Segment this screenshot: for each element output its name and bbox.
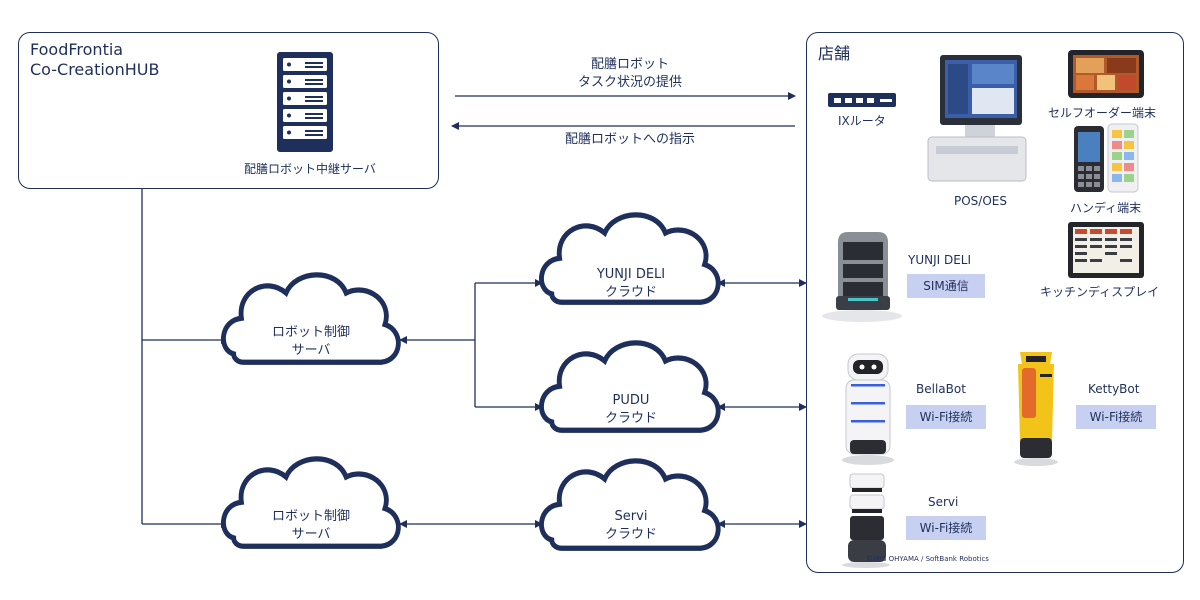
instruction-label: 配膳ロボットへの指示 xyxy=(564,132,695,147)
handy-label: ハンディ端末 xyxy=(1070,201,1142,215)
yunji-connection-badge: SIM通信 xyxy=(907,274,985,298)
servi-robot-name: Servi xyxy=(928,495,959,509)
servi-cloud-line2: クラウド xyxy=(604,526,657,542)
self-order-label: セルフオーダー端末 xyxy=(1048,106,1157,120)
pudu-cloud-line1: PUDU xyxy=(612,393,650,408)
hub-title-line2: Co-CreationHUB xyxy=(30,60,160,79)
task-status-label: 配膳ロボット タスク状況の提供 xyxy=(540,56,720,91)
pos-terminal-icon xyxy=(927,55,1027,182)
router-icon xyxy=(828,93,896,107)
yunji-deli-robot-image xyxy=(822,232,902,322)
yunji-cloud-line1: YUNJI DELI xyxy=(596,267,666,282)
robot-server-1-line2: サーバ xyxy=(291,342,331,358)
servi-cloud-line1: Servi xyxy=(614,509,648,524)
hub-title-line1: FoodFrontia xyxy=(30,40,124,59)
self-order-terminal-icon xyxy=(1068,50,1144,98)
router-label: IXルータ xyxy=(838,114,886,128)
robot-server-2-line2: サーバ xyxy=(291,526,331,542)
bellabot-connection-badge: Wi-Fi接続 xyxy=(906,405,986,429)
kettybot-robot-image xyxy=(1014,352,1058,466)
yunji-cloud-line2: クラウド xyxy=(604,284,657,300)
bellabot-name: BellaBot xyxy=(916,382,966,396)
kettybot-name: KettyBot xyxy=(1088,382,1140,396)
kitchen-display-label: キッチンディスプレイ xyxy=(1040,285,1160,299)
yunji-robot-name: YUNJI DELI xyxy=(908,253,972,267)
yunji-cloud-label: YUNJI DELI クラウド xyxy=(546,266,716,301)
robot-server-1-label: ロボット制御 サーバ xyxy=(226,324,396,359)
image-credit: ©IRIS OHYAMA / SoftBank Robotics xyxy=(866,555,989,563)
kitchen-display-icon xyxy=(1068,222,1144,278)
robot-server-2-line1: ロボット制御 xyxy=(271,509,350,524)
task-status-label-line1: 配膳ロボット xyxy=(590,57,669,72)
store-box xyxy=(806,32,1184,573)
store-title: 店舗 xyxy=(818,44,851,63)
servi-cloud-label: Servi クラウド xyxy=(546,508,716,543)
server-rack-icon xyxy=(277,52,333,152)
kettybot-connection-badge: Wi-Fi接続 xyxy=(1076,405,1156,429)
robot-server-1-line1: ロボット制御 xyxy=(271,325,350,340)
pudu-cloud-line2: クラウド xyxy=(604,410,657,426)
robot-server-2-label: ロボット制御 サーバ xyxy=(226,508,396,543)
servi-robot-image xyxy=(842,473,890,568)
pudu-cloud-label: PUDU クラウド xyxy=(546,392,716,427)
servi-connection-badge: Wi-Fi接続 xyxy=(906,516,986,540)
foodfrontia-hub-box xyxy=(18,32,439,189)
relay-server-label: 配膳ロボット中継サーバ xyxy=(244,162,376,176)
bellabot-robot-image xyxy=(842,353,894,465)
handy-terminal-icon xyxy=(1074,123,1139,193)
task-status-label-line2: タスク状況の提供 xyxy=(577,74,682,90)
pos-label: POS/OES xyxy=(954,194,1007,208)
